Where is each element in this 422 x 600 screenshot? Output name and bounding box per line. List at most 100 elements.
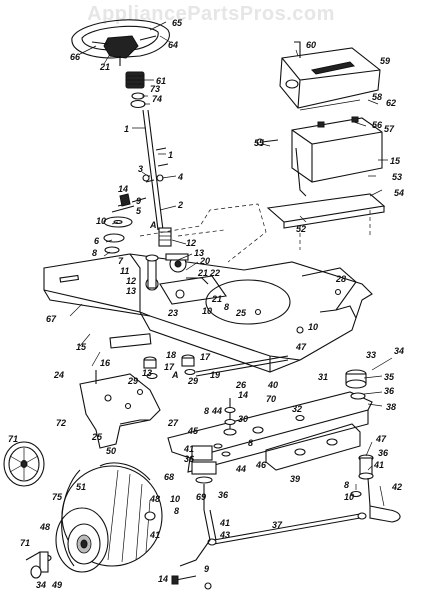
part-callout-20: 20: [199, 256, 210, 266]
part-callout-21a: 21: [99, 62, 110, 72]
part-callout-64: 64: [168, 40, 178, 50]
part-callout-72: 72: [56, 418, 66, 428]
part-callout-48a: 48: [149, 494, 160, 504]
part-callout-36c: 36: [378, 448, 389, 458]
front-axle: [167, 391, 373, 473]
part-callout-29b: 29: [187, 376, 198, 386]
part-callout-8d: 8: [248, 438, 253, 448]
part-callout-44b: 44: [235, 464, 246, 474]
battery-cover: [279, 41, 381, 109]
part-callout-39: 39: [290, 474, 300, 484]
part-callout-57: 57: [384, 124, 395, 134]
axle-plate: [265, 423, 361, 471]
part-callout-15a: 15: [76, 342, 87, 352]
part-callout-3: 3: [138, 164, 143, 174]
part-callout-67: 67: [46, 314, 57, 324]
part-callout-10e: 10: [344, 492, 354, 502]
part-callout-42: 42: [391, 482, 402, 492]
part-callout-21b: 21: [197, 268, 208, 278]
part-callout-31: 31: [318, 372, 328, 382]
part-callout-18: 18: [166, 350, 176, 360]
axle-pivot-right: [345, 369, 367, 400]
part-callout-11: 11: [120, 266, 129, 276]
part-callout-10a: 10: [96, 216, 106, 226]
steering-pivot-parts: [103, 174, 164, 254]
part-callout-8b: 8: [224, 302, 229, 312]
part-callout-69: 69: [196, 492, 206, 502]
part-callout-2: 2: [177, 200, 183, 210]
part-callout-9b: 9: [204, 564, 209, 574]
part-callout-44a: 44: [211, 406, 222, 416]
part-callout-48b: 48: [39, 522, 50, 532]
part-callout-8c: 8: [204, 406, 209, 416]
part-callout-62: 62: [386, 98, 396, 108]
part-callout-10c: 10: [308, 322, 318, 332]
part-callout-73: 73: [150, 84, 160, 94]
part-callout-51: 51: [76, 482, 86, 492]
part-callout-41c: 41: [219, 518, 230, 528]
spindle-bushings: [143, 354, 196, 380]
part-callout-25a: 25: [235, 308, 247, 318]
part-callout-8f: 8: [344, 480, 349, 490]
part-callout-1a: 1: [124, 124, 129, 134]
tie-rod: [207, 512, 367, 546]
part-callout-50: 50: [106, 446, 116, 456]
part-callout-4: 4: [177, 172, 183, 182]
part-callout-71b: 71: [20, 538, 30, 548]
part-callout-74: 74: [152, 94, 162, 104]
part-callout-60: 60: [306, 40, 316, 50]
part-callout-36d: 36: [218, 490, 229, 500]
part-callout-19: 19: [210, 370, 220, 380]
part-callout-41d: 41: [149, 530, 160, 540]
part-callout-9: 9: [136, 196, 141, 206]
part-callout-71a: 71: [8, 434, 18, 444]
part-callout-26: 26: [235, 380, 247, 390]
axle-center-hardware: [223, 398, 237, 436]
part-callout-58: 58: [372, 92, 382, 102]
part-callout-10d: 10: [170, 494, 180, 504]
part-callout-28: 28: [335, 274, 346, 284]
steering-shaft: [142, 109, 172, 247]
part-callout-52: 52: [296, 224, 306, 234]
frame-hidden-lines: [139, 203, 267, 263]
part-callout-24: 24: [53, 370, 64, 380]
part-callout-36b: 36: [184, 454, 195, 464]
part-callout-21c: 21: [211, 294, 222, 304]
part-callout-29a: 29: [127, 376, 138, 386]
part-callout-12a: 12: [186, 238, 196, 248]
part-callout-68: 68: [164, 472, 174, 482]
steering-gear: [145, 253, 209, 299]
part-callout-25b: 25: [91, 432, 103, 442]
part-callout-54: 54: [394, 188, 404, 198]
part-callout-56: 56: [372, 120, 383, 130]
part-callout-41a: 41: [183, 444, 194, 454]
part-callout-49: 49: [51, 580, 62, 590]
part-callout-1b: 1: [168, 150, 173, 160]
part-callout-34b: 34: [36, 580, 46, 590]
part-callout-13c: 13: [142, 368, 152, 378]
part-callout-23: 23: [167, 308, 178, 318]
drag-link: [195, 355, 289, 377]
part-callout-17b: 17: [200, 352, 211, 362]
part-callout-13a: 13: [194, 248, 204, 258]
part-callout-70: 70: [266, 394, 276, 404]
part-callout-17a: 17: [164, 362, 175, 372]
part-callout-37: 37: [272, 520, 283, 530]
wheel-hardware: [25, 511, 156, 579]
part-callout-12b: 12: [126, 276, 136, 286]
part-callout-59: 59: [380, 56, 390, 66]
battery: [291, 99, 383, 197]
bottom-bolt: [171, 575, 212, 590]
battery-tray: [266, 193, 386, 250]
watermark: AppliancePartsPros.com: [87, 3, 335, 25]
part-callout-15b: 15: [390, 156, 401, 166]
part-callout-43: 43: [219, 530, 230, 540]
part-callout-55: 55: [254, 138, 265, 148]
spindle-right: [350, 454, 401, 523]
part-callout-14a: 14: [118, 184, 128, 194]
part-callout-27: 27: [167, 418, 179, 428]
part-callout-65: 65: [172, 18, 183, 28]
leader-lines: [69, 21, 393, 507]
part-callout-35: 35: [384, 372, 395, 382]
part-callout-14b: 14: [238, 390, 248, 400]
